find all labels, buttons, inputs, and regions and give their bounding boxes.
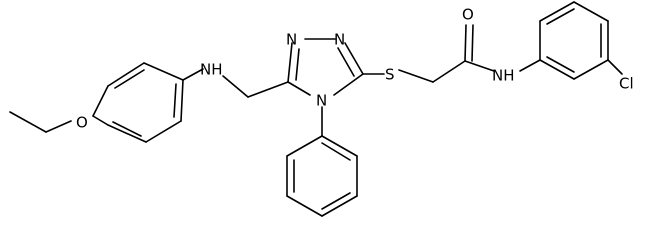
carbonyl-oxygen-label: O	[462, 6, 474, 24]
amine-nh-label: NH	[200, 61, 223, 79]
triazole-ring	[287, 38, 364, 96]
chlorophenyl-ring	[539, 1, 623, 80]
ethyl-group	[9, 111, 72, 133]
triazole-n4-label: N	[316, 92, 327, 110]
triazole-n1-label: N	[286, 31, 297, 49]
ethoxyphenyl-ring	[92, 62, 184, 143]
ethoxy-oxygen-label: O	[76, 114, 88, 132]
sulfur-label: S	[385, 66, 395, 84]
aminomethyl-linker	[182, 68, 289, 98]
amide-nh-label: NH	[492, 67, 515, 85]
molecule-drawing: O NH N N N S O NH Cl	[9, 1, 634, 217]
triazole-n2-label: N	[334, 31, 345, 49]
chlorine-label: Cl	[619, 75, 634, 93]
n-phenyl-ring	[286, 106, 358, 217]
thioacetamide-chain	[362, 24, 541, 83]
structure-canvas: O NH N N N S O NH Cl	[9, 1, 634, 217]
atom-labels: O NH N N N S O NH Cl	[76, 6, 634, 132]
